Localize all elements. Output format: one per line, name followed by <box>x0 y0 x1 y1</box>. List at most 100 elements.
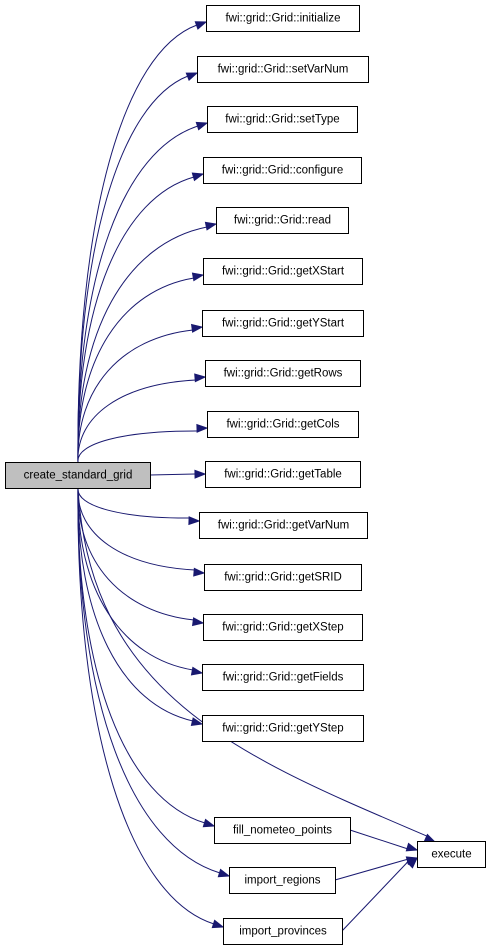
edge-line <box>77 277 195 463</box>
edge-line <box>77 487 191 519</box>
edge-root-to-execute <box>77 487 437 843</box>
node-box <box>417 841 486 868</box>
node-label: fwi::grid::Grid::setType <box>225 114 339 126</box>
node-import-provinces[interactable]: import_provinces <box>223 918 343 945</box>
edge-line <box>77 487 206 824</box>
edge-root-to-setvarnum <box>77 72 199 463</box>
node-label: fwi::grid::Grid::configure <box>222 165 343 177</box>
node-box <box>207 411 359 438</box>
node-box <box>203 258 363 285</box>
node-box <box>199 512 368 539</box>
node-getrows[interactable]: fwi::grid::Grid::getRows <box>205 360 361 387</box>
edge-line <box>349 829 409 850</box>
edge-line <box>341 861 409 932</box>
edge-root-to-getvarnum <box>77 487 201 526</box>
arrowhead-icon <box>190 666 204 676</box>
node-label: create_standard_grid <box>24 470 133 482</box>
node-label: fwi::grid::Grid::getTable <box>224 469 342 481</box>
node-label: fill_nometeo_points <box>233 825 332 837</box>
arrowhead-icon <box>204 221 218 231</box>
edge-root-to-getxstart <box>77 272 205 463</box>
node-getystep[interactable]: fwi::grid::Grid::getYStep <box>202 715 364 742</box>
edge-line <box>77 176 195 463</box>
node-label: fwi::grid::Grid::getSRID <box>224 572 342 584</box>
arrowhead-icon <box>191 617 205 627</box>
edge-root-to-getsrid <box>77 487 206 577</box>
node-label: fwi::grid::Grid::initialize <box>225 13 340 25</box>
edge-line <box>77 487 194 722</box>
node-box <box>202 310 364 337</box>
arrowhead-icon <box>194 469 207 479</box>
node-getfields[interactable]: fwi::grid::Grid::getFields <box>202 664 364 691</box>
node-label: fwi::grid::Grid::getYStep <box>222 723 343 735</box>
edge-root-to-read <box>77 221 218 463</box>
edge-import-regions-to-execute <box>334 856 419 881</box>
node-initialize[interactable]: fwi::grid::Grid::initialize <box>206 5 360 32</box>
edge-fill-nometeo-points-to-execute <box>349 829 419 852</box>
nodes-layer: create_standard_grid fwi::grid::Grid::ini… <box>5 5 486 945</box>
node-import-regions[interactable]: import_regions <box>229 867 336 894</box>
node-label: fwi::grid::Grid::read <box>234 215 331 227</box>
node-configure[interactable]: fwi::grid::Grid::configure <box>203 157 362 184</box>
node-getcols[interactable]: fwi::grid::Grid::getCols <box>207 411 359 438</box>
arrowhead-icon <box>202 818 216 828</box>
edge-line <box>77 329 194 463</box>
node-root[interactable]: create_standard_grid <box>5 462 151 489</box>
node-execute[interactable]: execute <box>417 841 486 868</box>
arrowhead-icon <box>194 21 208 30</box>
node-label: fwi::grid::Grid::getVarNum <box>218 520 349 532</box>
node-box <box>203 157 362 184</box>
edge-line <box>334 858 409 881</box>
arrowhead-icon <box>191 272 205 282</box>
arrowhead-icon <box>405 842 419 852</box>
arrowhead-icon <box>406 857 419 869</box>
arrowhead-icon <box>211 919 225 929</box>
node-getvarnum[interactable]: fwi::grid::Grid::getVarNum <box>199 512 368 539</box>
node-fill-nometeo-points[interactable]: fill_nometeo_points <box>214 817 351 844</box>
node-setvarnum[interactable]: fwi::grid::Grid::setVarNum <box>197 56 369 83</box>
node-label: fwi::grid::Grid::getFields <box>223 672 344 684</box>
arrowhead-icon <box>185 72 199 82</box>
edge-root-to-getystart <box>77 323 204 463</box>
edge-root-to-configure <box>77 172 205 463</box>
edge-root-to-getystep <box>77 487 204 727</box>
edge-root-to-settype <box>77 121 209 463</box>
edge-line <box>77 379 197 463</box>
arrowhead-icon <box>195 121 209 131</box>
node-getxstart[interactable]: fwi::grid::Grid::getXStart <box>203 258 363 285</box>
edge-root-to-import-provinces <box>77 487 225 929</box>
node-getystart[interactable]: fwi::grid::Grid::getYStart <box>202 310 364 337</box>
node-box <box>197 56 369 83</box>
node-box <box>216 207 349 234</box>
node-read[interactable]: fwi::grid::Grid::read <box>216 207 349 234</box>
node-box <box>205 461 361 488</box>
node-label: fwi::grid::Grid::getXStep <box>222 622 343 634</box>
arrowhead-icon <box>190 717 204 727</box>
node-label: fwi::grid::Grid::getRows <box>224 368 343 380</box>
node-label: fwi::grid::Grid::setVarNum <box>218 64 349 76</box>
node-box <box>214 817 351 844</box>
node-getxstep[interactable]: fwi::grid::Grid::getXStep <box>203 614 363 641</box>
node-box <box>223 918 343 945</box>
node-box <box>203 614 363 641</box>
arrowhead-icon <box>196 423 209 433</box>
edge-line <box>77 487 196 571</box>
edge-line <box>77 226 208 463</box>
node-box <box>205 360 361 387</box>
edge-root-to-initialize <box>77 21 208 463</box>
node-gettable[interactable]: fwi::grid::Grid::getTable <box>205 461 361 488</box>
node-label: execute <box>431 849 471 861</box>
node-box <box>229 867 336 894</box>
edge-line <box>77 75 189 463</box>
edge-root-to-import-regions <box>77 487 231 878</box>
arrowhead-icon <box>194 373 207 383</box>
arrowhead-icon <box>190 323 204 333</box>
node-box <box>204 564 362 591</box>
edge-root-to-getrows <box>77 373 207 463</box>
node-label: import_regions <box>244 875 320 887</box>
node-getsrid[interactable]: fwi::grid::Grid::getSRID <box>204 564 362 591</box>
edge-line <box>77 487 430 838</box>
node-box <box>206 5 360 32</box>
node-settype[interactable]: fwi::grid::Grid::setType <box>207 106 358 133</box>
